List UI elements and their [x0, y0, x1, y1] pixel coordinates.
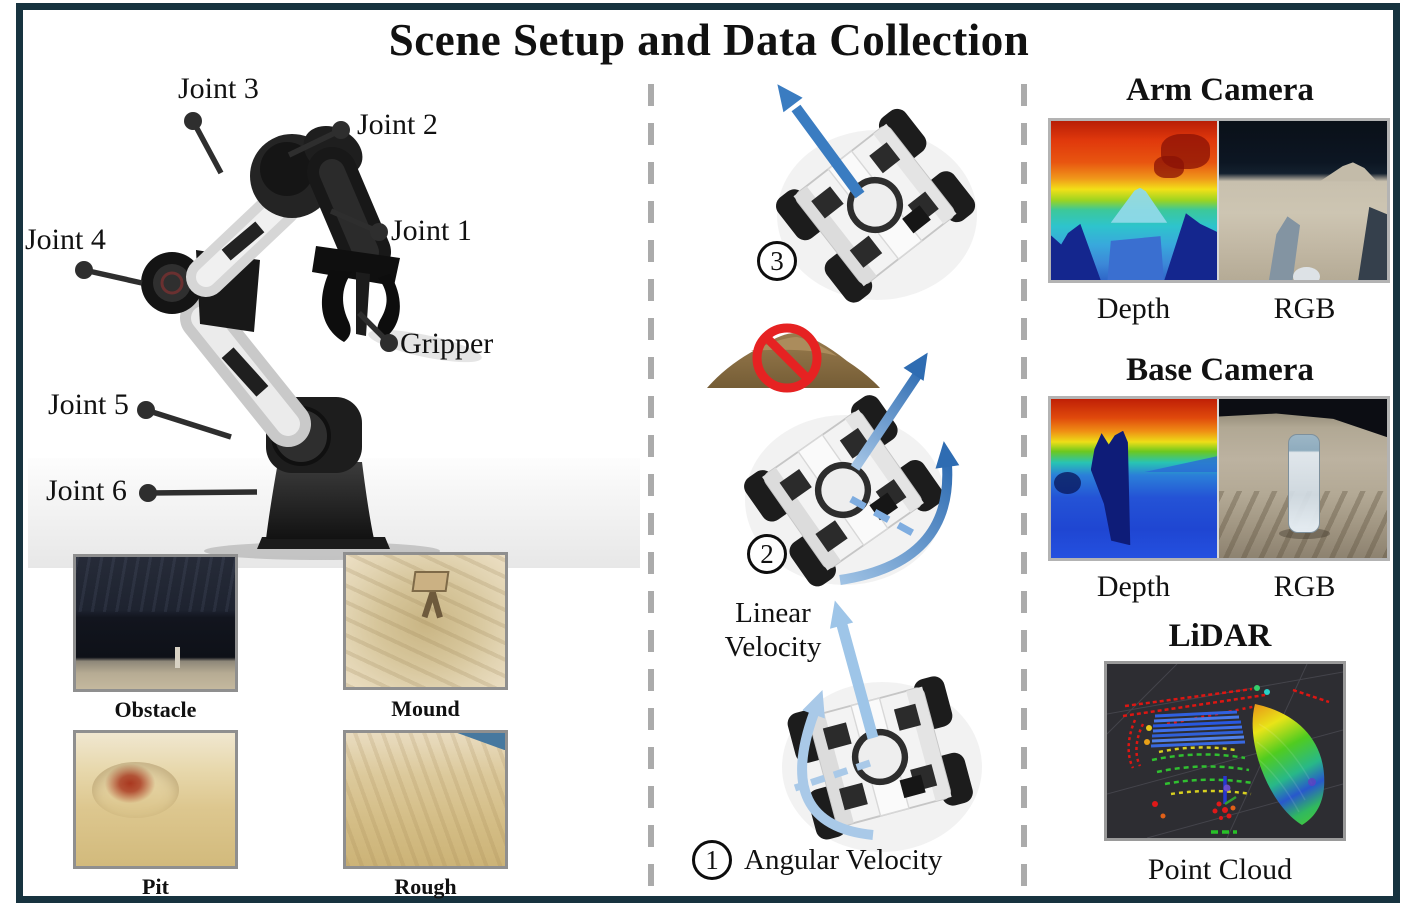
base-depth-image	[1051, 399, 1219, 558]
arm-depth-image	[1051, 121, 1219, 280]
lidar-point-cloud	[1106, 663, 1344, 839]
joint-6-label: Joint 6	[46, 474, 127, 507]
arm-camera-images	[1048, 118, 1390, 283]
heading-dashed-line-2	[849, 495, 931, 546]
base-camera-images	[1048, 396, 1390, 561]
terrain-image-rough	[343, 730, 508, 869]
base-rgb-caption: RGB	[1273, 570, 1336, 603]
terrain-caption-mound: Mound	[391, 696, 460, 721]
rover-step-3	[768, 84, 980, 307]
angular-velocity-row: 1 Angular Velocity	[692, 840, 942, 880]
point-cloud-caption: Point Cloud	[1147, 853, 1293, 886]
rover-motion-diagram	[707, 84, 1025, 852]
lidar-title: LiDAR	[1168, 618, 1272, 654]
base-depth-caption: Depth	[1096, 570, 1171, 603]
joint-2-label: Joint 2	[357, 108, 438, 141]
base-rgb-image	[1219, 399, 1387, 558]
base-camera-title: Base Camera	[1126, 352, 1314, 388]
arm-rgb-image	[1219, 121, 1387, 280]
angular-velocity-arrow-2	[839, 464, 953, 585]
terrain-caption-obstacle: Obstacle	[114, 697, 197, 722]
joint-3-label: Joint 3	[178, 72, 259, 105]
terrain-caption-pit: Pit	[142, 874, 169, 899]
rover-step-2	[740, 352, 960, 591]
joint-callout-dots	[75, 112, 398, 502]
joint-5-label: Joint 5	[48, 388, 129, 421]
step-1-badge: 1	[692, 840, 732, 880]
terrain-image-obstacle	[73, 554, 238, 692]
terrain-image-mound	[343, 552, 508, 690]
angular-velocity-arrow-1	[797, 711, 874, 840]
joint-1-label: Joint 1	[391, 214, 472, 247]
divider-left	[648, 84, 654, 902]
divider-right	[1021, 84, 1027, 902]
arm-rgb-caption: RGB	[1273, 292, 1336, 325]
terrain-image-pit	[73, 730, 238, 869]
angular-velocity-label: Angular Velocity	[744, 843, 943, 876]
linear-velocity-arrow-2	[850, 371, 923, 471]
figure-title: Scene Setup and Data Collection	[388, 15, 1030, 65]
rover-step-1	[782, 600, 982, 852]
linear-velocity-label: Linear Velocity	[724, 597, 822, 663]
linear-velocity-arrow-3	[791, 104, 865, 199]
step-2-badge: 2	[747, 534, 787, 574]
heading-dashed-line-1	[793, 759, 872, 792]
robot-arm-illustration	[28, 112, 640, 568]
joint-4-label: Joint 4	[25, 223, 106, 256]
arm-depth-caption: Depth	[1096, 292, 1171, 325]
terrain-caption-rough: Rough	[394, 874, 457, 899]
lidar-image	[1104, 661, 1346, 841]
step-3-badge: 3	[757, 241, 797, 281]
arm-camera-title: Arm Camera	[1126, 72, 1314, 108]
gripper-label: Gripper	[400, 327, 494, 360]
linear-velocity-arrow-1	[836, 623, 879, 740]
prohibition-icon	[752, 323, 822, 393]
prohibited-mound	[707, 323, 880, 393]
